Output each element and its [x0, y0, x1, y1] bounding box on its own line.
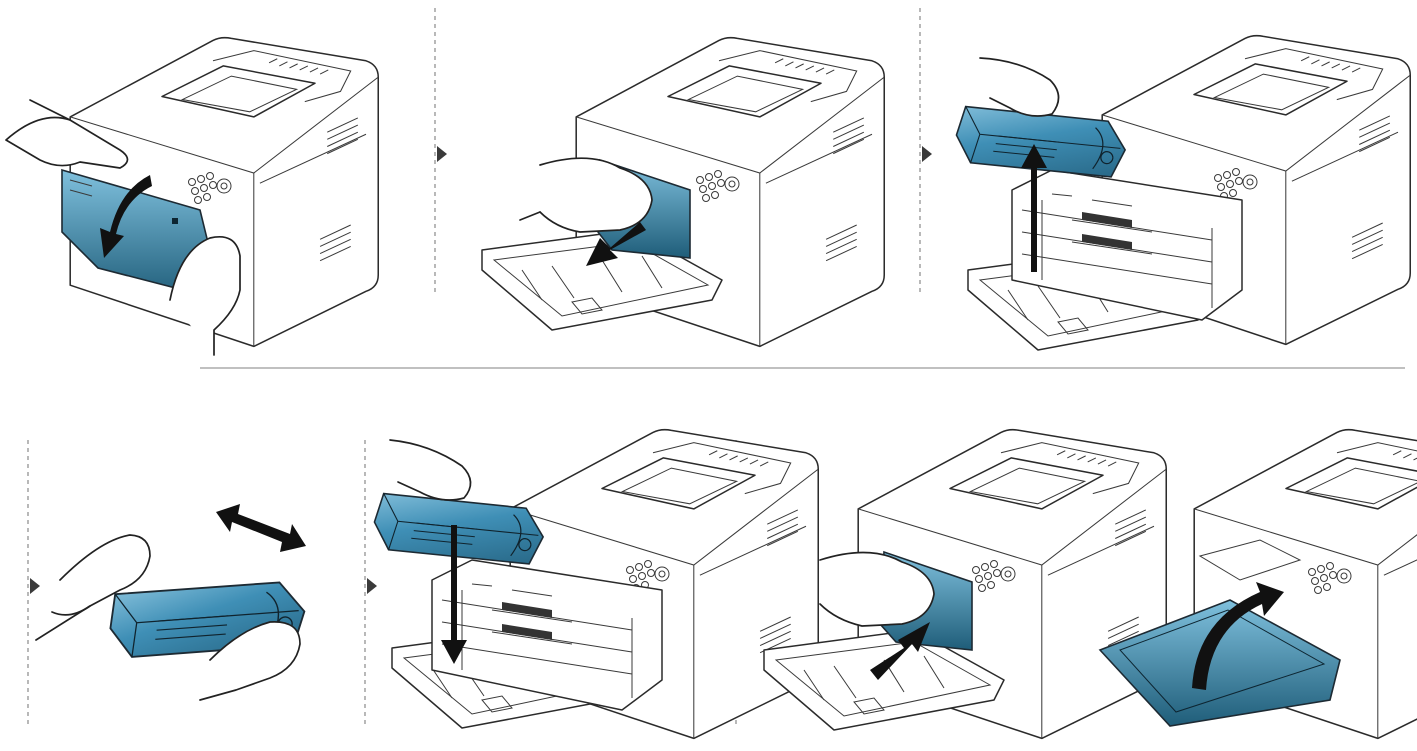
motion-arrow-icon — [1192, 582, 1284, 690]
hand — [819, 551, 935, 627]
step-arrow-icon — [922, 146, 932, 162]
step-3-remove-toner — [948, 34, 1412, 351]
step-6-close-inner-cover — [763, 428, 1168, 740]
hand — [389, 439, 472, 501]
motion-arrow-icon — [586, 222, 646, 266]
step-1-open-front-cover — [5, 36, 380, 356]
motion-arrow-icon — [216, 504, 306, 552]
step-7-close-front-cover — [1098, 428, 1417, 740]
motion-arrow-icon — [870, 622, 930, 680]
motion-arrow-icon — [1021, 144, 1047, 272]
hand — [169, 236, 241, 356]
motion-arrow-icon — [100, 175, 152, 258]
hand — [539, 157, 653, 233]
hand — [979, 57, 1060, 117]
step-4-shake-toner — [35, 504, 309, 701]
step-5-insert-toner — [366, 428, 820, 740]
hand — [199, 621, 301, 701]
step-arrow-icon — [367, 578, 377, 594]
motion-arrow-icon — [441, 525, 467, 664]
step-arrow-icon — [437, 146, 447, 162]
step-2-open-inner-cover — [481, 36, 886, 348]
step-arrow-icon — [30, 578, 40, 594]
hand — [5, 116, 129, 169]
